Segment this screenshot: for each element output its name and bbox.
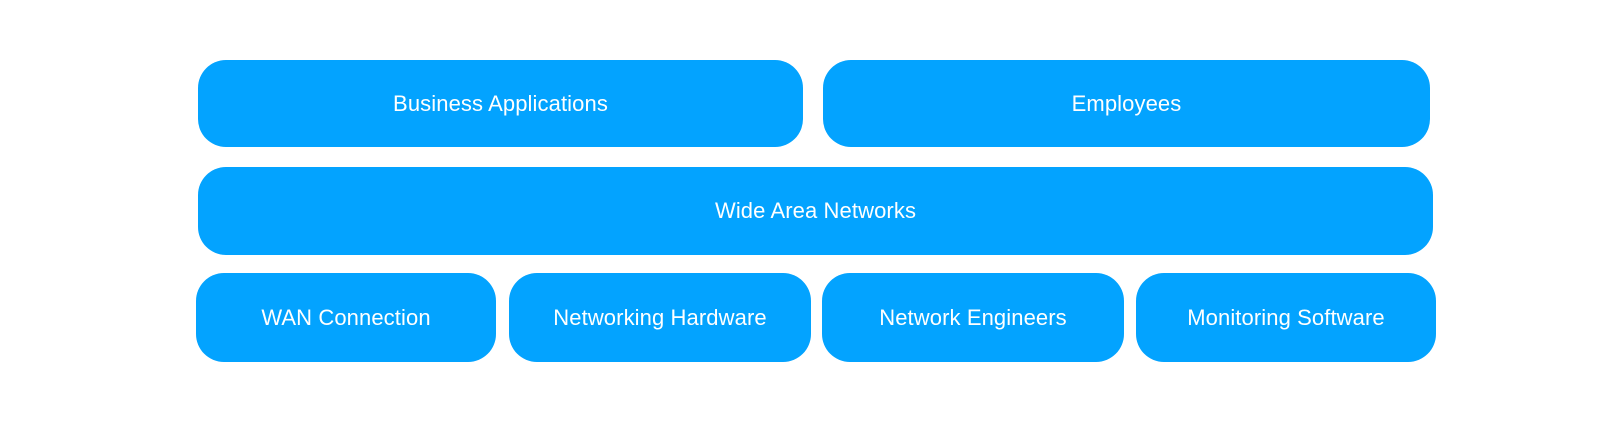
monitoring-software-block: Monitoring Software — [1136, 273, 1436, 362]
business-applications-label: Business Applications — [393, 90, 608, 116]
wide-area-networks-label: Wide Area Networks — [714, 198, 917, 223]
network-engineers-label: Network Engineers — [879, 304, 1067, 330]
employees-block: Employees — [823, 60, 1430, 147]
wide-area-networks-block: Wide Area Networks — [198, 167, 1433, 255]
wan-connection-label: WAN Connection — [261, 304, 431, 330]
employees-label: Employees — [1071, 90, 1182, 116]
networking-hardware-block: Networking Hardware — [509, 273, 811, 362]
networking-hardware-label: Networking Hardware — [553, 304, 767, 330]
wan-connection-block: WAN Connection — [196, 273, 496, 362]
network-engineers-block: Network Engineers — [822, 273, 1124, 362]
monitoring-software-label: Monitoring Software — [1187, 304, 1385, 330]
business-applications-block: Business Applications — [198, 60, 803, 147]
